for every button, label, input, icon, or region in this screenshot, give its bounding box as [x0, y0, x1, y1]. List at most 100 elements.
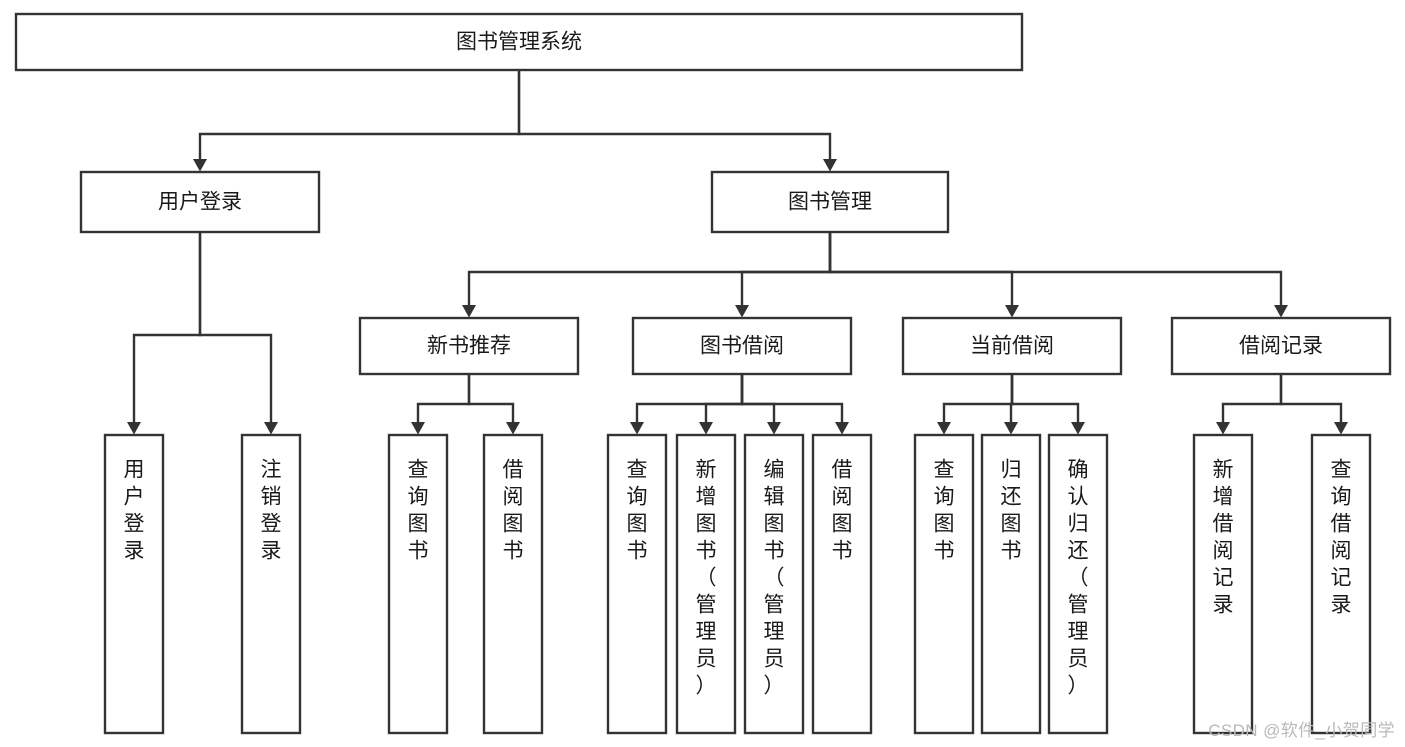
node-leaf-query-book-recommend[interactable]: 查询图书	[387, 433, 449, 735]
connector-line	[467, 372, 515, 425]
connector-line	[1279, 372, 1343, 425]
node-leaf-query-book-current[interactable]: 查询图书	[913, 433, 975, 735]
arrow-head-icon	[462, 305, 476, 318]
node-book-borrow[interactable]: 图书借阅	[631, 316, 853, 376]
connector-line	[1221, 372, 1283, 425]
connector-book-manage-to-borrow-record	[828, 230, 1288, 318]
connector-line	[132, 230, 202, 425]
node-boxes-group: 图书管理系统用户登录图书管理新书推荐图书借阅当前借阅借阅记录用户登录注销登录查询…	[14, 12, 1392, 735]
node-label-current-borrow: 当前借阅	[970, 335, 1054, 358]
node-leaf-user-login[interactable]: 用户登录	[103, 433, 165, 735]
node-box-leaf-query-book-recommend[interactable]	[387, 433, 449, 735]
node-leaf-add-borrow-record[interactable]: 新增借阅记录	[1192, 433, 1254, 735]
node-box-new-book-recommend[interactable]	[358, 316, 580, 376]
node-leaf-confirm-return[interactable]: 确认归还（管理员）	[1047, 433, 1109, 735]
connector-book-manage-to-book-borrow	[735, 230, 832, 318]
connector-borrow-record-to-leaf-query-borrow-record	[1279, 372, 1348, 435]
arrow-head-icon	[264, 422, 278, 435]
node-label-new-book-recommend: 新书推荐	[427, 335, 511, 358]
connector-line	[740, 372, 844, 425]
node-box-leaf-query-borrow-record[interactable]	[1310, 433, 1372, 735]
node-label-leaf-query-borrow-record: 查询借阅记录	[1331, 458, 1352, 616]
node-leaf-query-borrow-record[interactable]: 查询借阅记录	[1310, 433, 1372, 735]
connector-user-login-to-leaf-user-login	[127, 230, 202, 435]
connector-line	[828, 230, 1283, 308]
node-label-leaf-confirm-return: 确认归还（管理员）	[1068, 458, 1089, 697]
node-leaf-query-book-borrow[interactable]: 查询图书	[606, 433, 668, 735]
connector-line	[740, 230, 832, 308]
node-user-login[interactable]: 用户登录	[79, 170, 321, 234]
connector-line	[517, 68, 832, 162]
node-leaf-add-book[interactable]: 新增图书（管理员）	[675, 433, 737, 735]
connector-line	[467, 230, 832, 308]
node-label-leaf-query-book-borrow: 查询图书	[627, 458, 648, 562]
node-leaf-edit-book[interactable]: 编辑图书（管理员）	[743, 433, 805, 735]
node-label-leaf-borrow-book-recommend: 借阅图书	[503, 458, 524, 562]
connector-new-book-recommend-to-leaf-borrow-book-recommend	[467, 372, 520, 435]
node-label-root: 图书管理系统	[456, 31, 582, 54]
node-label-leaf-query-book-current: 查询图书	[934, 458, 955, 562]
node-box-leaf-confirm-return[interactable]	[1047, 433, 1109, 735]
node-new-book-recommend[interactable]: 新书推荐	[358, 316, 580, 376]
watermark-text: CSDN @软件_小贺同学	[1208, 721, 1395, 740]
arrow-head-icon	[1334, 422, 1348, 435]
node-box-user-login[interactable]	[79, 170, 321, 234]
connector-line	[740, 372, 776, 425]
connector-book-manage-to-current-borrow	[828, 230, 1019, 318]
node-box-root[interactable]	[14, 12, 1024, 72]
node-label-book-manage: 图书管理	[788, 191, 872, 214]
arrow-head-icon	[506, 422, 520, 435]
connector-line	[635, 372, 744, 425]
connector-root-to-user-login	[193, 68, 521, 172]
node-box-leaf-add-borrow-record[interactable]	[1192, 433, 1254, 735]
node-box-leaf-edit-book[interactable]	[743, 433, 805, 735]
node-label-borrow-record: 借阅记录	[1239, 335, 1323, 358]
node-book-manage[interactable]: 图书管理	[710, 170, 950, 234]
node-box-leaf-query-book-borrow[interactable]	[606, 433, 668, 735]
node-box-leaf-query-book-current[interactable]	[913, 433, 975, 735]
connector-user-login-to-leaf-user-logout	[198, 230, 278, 435]
arrow-head-icon	[835, 422, 849, 435]
connector-current-borrow-to-leaf-confirm-return	[1010, 372, 1085, 435]
arrow-head-icon	[1005, 305, 1019, 318]
node-label-leaf-return-book: 归还图书	[1001, 458, 1022, 562]
node-box-book-borrow[interactable]	[631, 316, 853, 376]
node-box-leaf-borrow-book-recommend[interactable]	[482, 433, 544, 735]
node-leaf-borrow-book[interactable]: 借阅图书	[811, 433, 873, 735]
node-box-current-borrow[interactable]	[901, 316, 1123, 376]
node-root[interactable]: 图书管理系统	[14, 12, 1024, 72]
connector-line	[942, 372, 1014, 425]
node-box-leaf-borrow-book[interactable]	[811, 433, 873, 735]
connector-root-to-book-manage	[517, 68, 837, 172]
connector-line	[198, 68, 521, 162]
connector-line	[198, 230, 273, 425]
node-current-borrow[interactable]: 当前借阅	[901, 316, 1123, 376]
connector-current-borrow-to-leaf-query-book-current	[937, 372, 1014, 435]
node-box-leaf-user-login[interactable]	[103, 433, 165, 735]
node-box-book-manage[interactable]	[710, 170, 950, 234]
arrow-head-icon	[630, 422, 644, 435]
node-box-leaf-add-book[interactable]	[675, 433, 737, 735]
arrow-head-icon	[937, 422, 951, 435]
node-borrow-record[interactable]: 借阅记录	[1170, 316, 1392, 376]
node-label-leaf-user-logout: 注销登录	[261, 458, 282, 562]
connector-line	[828, 230, 1014, 308]
connector-lines-group	[127, 68, 1348, 435]
connector-new-book-recommend-to-leaf-query-book-recommend	[411, 372, 471, 435]
node-label-leaf-add-book: 新增图书（管理员）	[696, 458, 717, 697]
node-box-borrow-record[interactable]	[1170, 316, 1392, 376]
node-leaf-return-book[interactable]: 归还图书	[980, 433, 1042, 735]
arrow-head-icon	[193, 159, 207, 172]
arrow-head-icon	[699, 422, 713, 435]
node-label-leaf-edit-book: 编辑图书（管理员）	[764, 458, 785, 697]
arrow-head-icon	[127, 422, 141, 435]
connector-line	[704, 372, 744, 425]
node-leaf-borrow-book-recommend[interactable]: 借阅图书	[482, 433, 544, 735]
connector-book-borrow-to-leaf-add-book	[699, 372, 744, 435]
node-label-leaf-query-book-recommend: 查询图书	[408, 458, 429, 562]
node-label-user-login: 用户登录	[158, 191, 242, 214]
node-box-leaf-return-book[interactable]	[980, 433, 1042, 735]
node-box-leaf-user-logout[interactable]	[240, 433, 302, 735]
node-leaf-user-logout[interactable]: 注销登录	[240, 433, 302, 735]
arrow-head-icon	[767, 422, 781, 435]
